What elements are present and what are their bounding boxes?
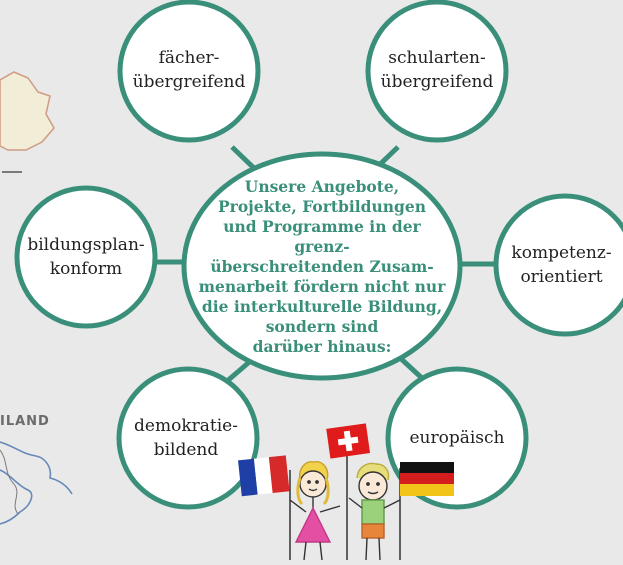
girl-figure — [289, 461, 341, 561]
bubble-faecher — [117, 0, 261, 143]
center-line-1: Unsere Angebote, — [244, 177, 400, 196]
center-line-7: sondern sind — [265, 317, 379, 336]
node-bildungsplan-line-1: bildungsplan- — [27, 235, 145, 255]
bubble-kompetenz — [493, 193, 623, 337]
node-kompetenz-line-1: kompetenz- — [511, 243, 612, 263]
center-statement: Unsere Angebote, Projekte, Fortbildungen… — [196, 172, 448, 362]
center-line-2: Projekte, Fortbildungen — [218, 197, 426, 216]
bubble-center — [181, 151, 463, 381]
node-europaeisch-line-1: europäisch — [409, 428, 505, 448]
node-kompetenz-line-2: orientiert — [520, 267, 603, 287]
node-demokratie-line-2: bildend — [153, 440, 219, 460]
map-label: ILAND — [0, 414, 50, 429]
node-bildungsplan-line-2: konform — [49, 259, 123, 279]
node-bildungsplan-label: bildungsplan-konform — [16, 207, 156, 307]
node-demokratie-label: demokratie-bildend — [118, 388, 254, 488]
boy-figure — [348, 462, 401, 561]
center-line-3: und Programme in der grenz- — [223, 217, 421, 256]
background-map — [0, 71, 73, 525]
node-europaeisch-label: europäisch — [392, 388, 522, 488]
map-river-left — [0, 441, 73, 525]
connector-europaeisch — [396, 354, 426, 382]
node-schularten-label: schularten-übergreifend — [372, 20, 502, 120]
node-schularten-line-2: übergreifend — [380, 72, 494, 92]
map-border-left — [0, 449, 19, 515]
node-demokratie-line-1: demokratie- — [134, 416, 238, 436]
node-faecher-line-2: übergreifend — [132, 72, 246, 92]
node-faecher-label: fächer-übergreifend — [124, 20, 254, 120]
center-line-5: menarbeit fördern nicht nur — [198, 277, 446, 296]
bubble-schularten — [365, 0, 509, 143]
node-kompetenz-label: kompetenz-orientiert — [500, 215, 623, 315]
node-faecher-line-1: fächer- — [158, 48, 220, 68]
center-line-8: darüber hinaus: — [252, 337, 392, 356]
map-region-top-left — [0, 71, 55, 151]
bubbles — [14, 0, 623, 510]
node-schularten-line-1: schularten- — [388, 48, 486, 68]
bubble-bildungsplan — [14, 185, 158, 329]
center-line-4: überschreitenden Zusam- — [210, 257, 434, 276]
center-line-6: die interkulturelle Bildung, — [201, 297, 443, 316]
swiss-flag — [326, 423, 371, 459]
germany-flag — [400, 462, 454, 496]
children-with-flags-illustration — [238, 423, 454, 561]
bubble-demokratie — [116, 366, 260, 510]
france-flag — [238, 455, 290, 497]
